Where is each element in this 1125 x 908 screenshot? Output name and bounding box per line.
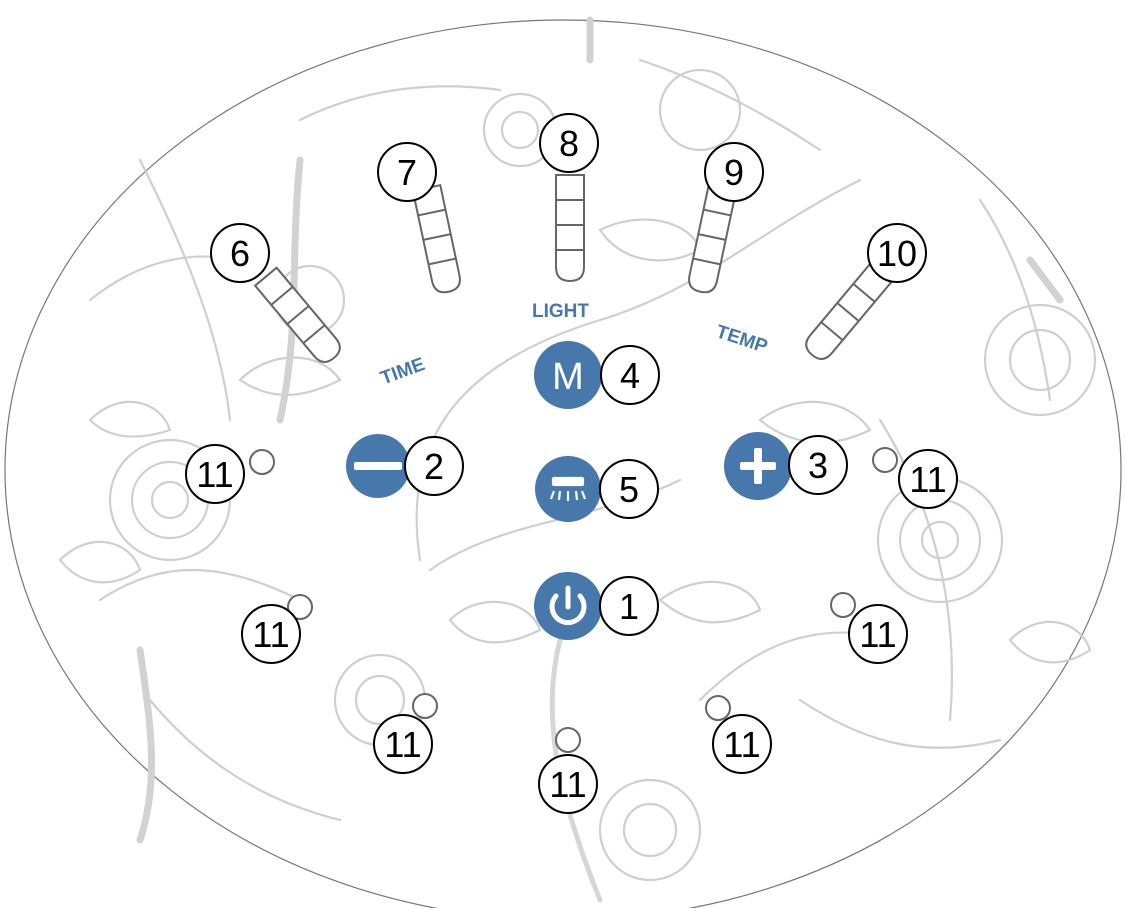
plus-button[interactable] [724,432,792,500]
callout-dot: 11 [242,605,300,663]
callout-bar-6: 6 [211,224,269,282]
callout-bar-9: 9 [705,143,763,201]
minus-button[interactable] [346,434,410,498]
callout-dot: 11 [186,445,244,503]
callout-bar-10: 10 [868,224,926,282]
level-bar-8 [556,175,584,281]
status-dot [706,696,730,720]
callout-dot: 11 [539,755,597,813]
callout-mode: 4 [601,346,659,404]
callout-dot: 11 [374,715,432,773]
status-dot [873,448,897,472]
callout-power: 1 [600,577,658,635]
light-label: LIGHT [532,301,589,322]
svg-text:11: 11 [196,454,233,495]
svg-text:11: 11 [549,764,586,805]
status-dot [556,728,580,752]
svg-text:4: 4 [620,355,640,396]
svg-text:11: 11 [384,724,421,765]
svg-text:10: 10 [877,233,917,274]
svg-text:7: 7 [397,152,417,193]
svg-text:11: 11 [723,724,760,765]
status-dot [413,694,437,718]
svg-text:8: 8 [559,123,579,164]
status-dot [831,593,855,617]
mode-button[interactable]: M [534,341,602,409]
callout-bar-8: 8 [540,114,598,172]
callout-plus: 3 [789,436,847,494]
callout-bar-7: 7 [378,143,436,201]
callout-dot: 11 [899,450,957,508]
power-button[interactable] [534,572,602,640]
svg-text:3: 3 [808,445,828,486]
callout-dot: 11 [713,715,771,773]
svg-text:11: 11 [909,459,946,500]
svg-text:9: 9 [724,152,744,193]
status-dot [250,450,274,474]
callout-minus: 2 [405,437,463,495]
svg-text:11: 11 [859,614,896,655]
callout-dot: 11 [849,605,907,663]
callout-fan: 5 [600,460,658,518]
svg-text:11: 11 [252,614,289,655]
mode-icon: M [552,356,584,398]
svg-text:1: 1 [619,586,639,627]
fan-light-button[interactable] [535,456,601,522]
svg-text:5: 5 [619,469,639,510]
minus-icon [354,462,402,470]
bar-outline [556,175,584,281]
svg-text:2: 2 [424,446,444,487]
svg-text:6: 6 [230,233,250,274]
